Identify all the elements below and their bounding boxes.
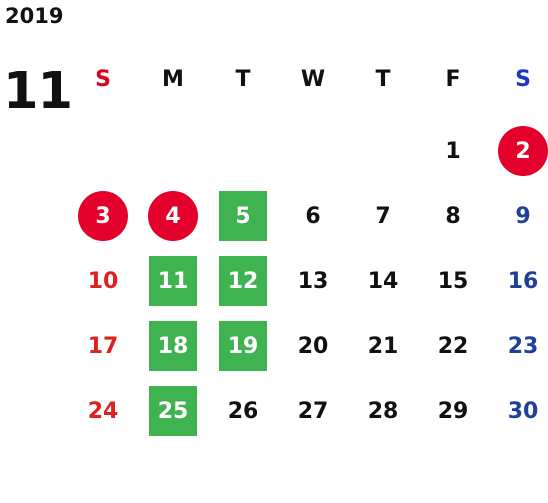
day-cell[interactable]: 22 — [437, 333, 469, 359]
weekday-header: T — [375, 67, 391, 92]
highlighted-day-cell[interactable]: 5 — [219, 191, 267, 241]
weekday-header: S — [95, 67, 111, 92]
highlighted-day-cell[interactable]: 11 — [149, 256, 197, 306]
day-cell[interactable]: 16 — [507, 268, 539, 294]
day-cell[interactable]: 1 — [445, 138, 461, 164]
weekday-header: S — [515, 67, 531, 92]
day-cell[interactable]: 10 — [87, 268, 119, 294]
holiday-day-cell[interactable]: 3 — [78, 191, 128, 241]
highlighted-day-cell[interactable]: 12 — [219, 256, 267, 306]
day-cell[interactable]: 28 — [367, 398, 399, 424]
month-number: 11 — [3, 62, 73, 121]
weekday-header: T — [235, 67, 251, 92]
year-label: 2019 — [5, 4, 64, 28]
day-cell[interactable]: 27 — [297, 398, 329, 424]
day-cell[interactable]: 30 — [507, 398, 539, 424]
day-cell[interactable]: 20 — [297, 333, 329, 359]
day-cell[interactable]: 24 — [87, 398, 119, 424]
highlighted-day-cell[interactable]: 18 — [149, 321, 197, 371]
highlighted-day-cell[interactable]: 19 — [219, 321, 267, 371]
day-cell[interactable]: 15 — [437, 268, 469, 294]
weekday-header: F — [445, 67, 461, 92]
holiday-day-cell[interactable]: 4 — [148, 191, 198, 241]
weekday-header: W — [300, 67, 326, 92]
day-cell[interactable]: 13 — [297, 268, 329, 294]
day-cell[interactable]: 6 — [305, 203, 321, 229]
day-cell[interactable]: 17 — [87, 333, 119, 359]
day-cell[interactable]: 23 — [507, 333, 539, 359]
day-cell[interactable]: 8 — [445, 203, 461, 229]
highlighted-day-cell[interactable]: 25 — [149, 386, 197, 436]
day-cell[interactable]: 29 — [437, 398, 469, 424]
day-cell[interactable]: 26 — [227, 398, 259, 424]
holiday-day-cell[interactable]: 2 — [498, 126, 548, 176]
day-cell[interactable]: 7 — [375, 203, 391, 229]
day-cell[interactable]: 21 — [367, 333, 399, 359]
day-cell[interactable]: 9 — [515, 203, 531, 229]
weekday-header: M — [162, 67, 184, 92]
day-cell[interactable]: 14 — [367, 268, 399, 294]
